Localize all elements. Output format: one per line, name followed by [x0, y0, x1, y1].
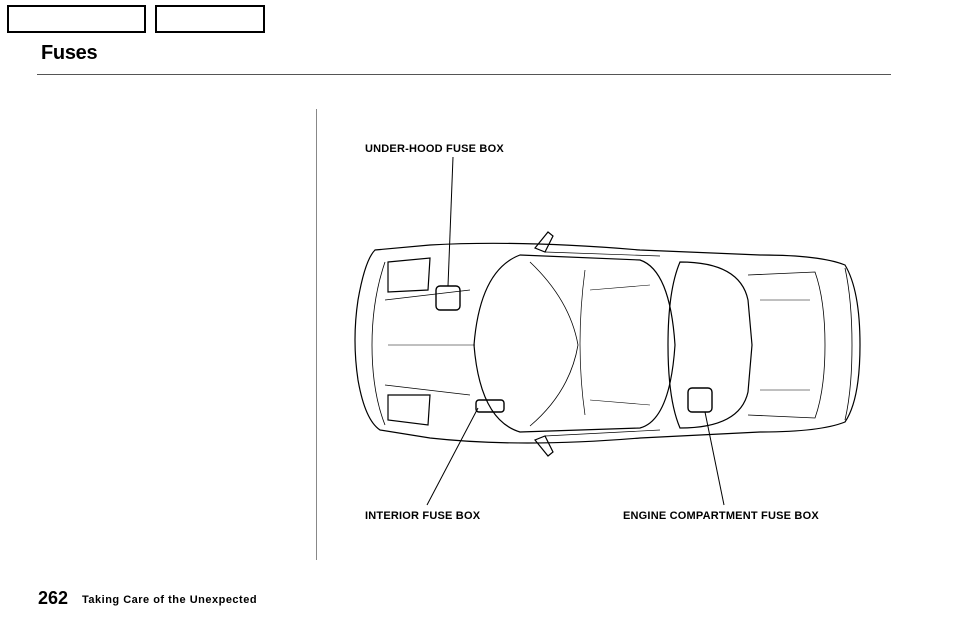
- left-mirror: [534, 231, 554, 253]
- nav-button-next[interactable]: [155, 5, 265, 33]
- car-top-view-diagram: [354, 156, 861, 506]
- page-number: 262: [38, 588, 69, 608]
- engine-compartment-fuse-box: [687, 387, 713, 413]
- left-headlight: [387, 257, 431, 293]
- engine-leader-line: [704, 411, 725, 506]
- title-divider: [37, 74, 891, 75]
- under-hood-leader-line: [447, 156, 454, 287]
- nav-button-previous[interactable]: [7, 5, 146, 33]
- under-hood-fuse-box: [435, 285, 461, 311]
- cabin-outline: [473, 254, 676, 433]
- under-hood-fuse-box-label: UNDER-HOOD FUSE BOX: [365, 143, 504, 155]
- right-mirror: [534, 435, 554, 457]
- column-divider: [316, 109, 317, 560]
- page-title: Fuses: [41, 42, 98, 64]
- right-headlight: [387, 394, 431, 426]
- section-title: Taking Care of the Unexpected: [82, 594, 258, 606]
- interior-fuse-box-label: INTERIOR FUSE BOX: [365, 510, 481, 522]
- car-body-outline: [354, 242, 861, 444]
- interior-fuse-box: [475, 399, 505, 413]
- rear-window: [667, 261, 753, 429]
- interior-leader-line: [426, 407, 479, 506]
- engine-compartment-fuse-box-label: ENGINE COMPARTMENT FUSE BOX: [623, 510, 819, 522]
